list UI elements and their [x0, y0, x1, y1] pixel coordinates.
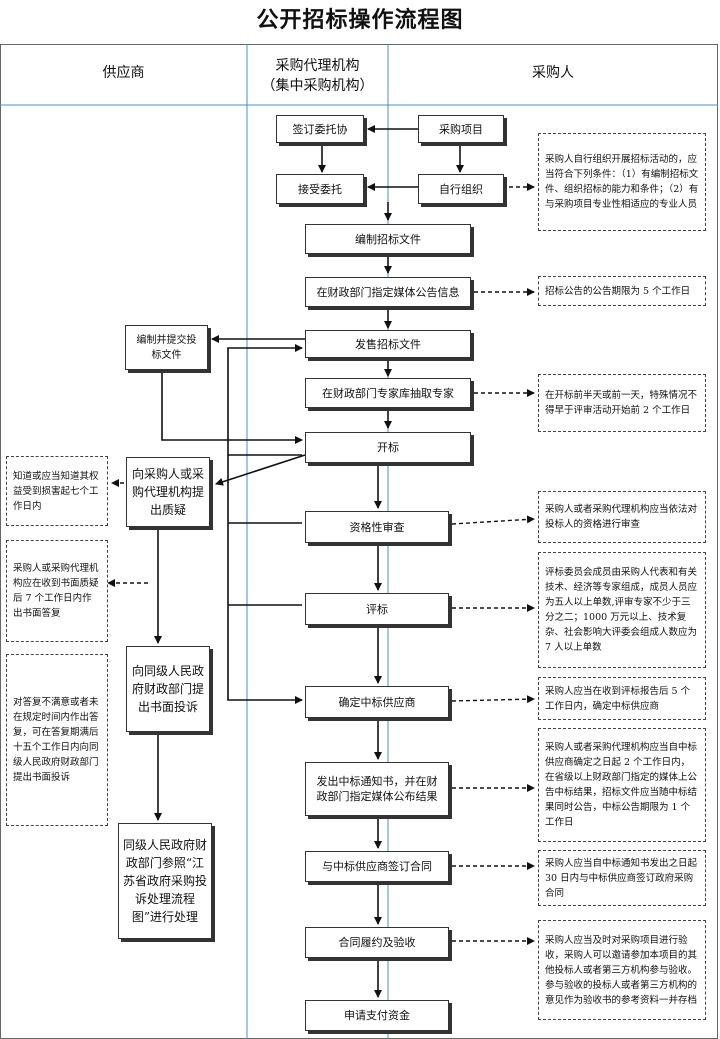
lane-header-agency-line2: （集中采购机构） — [261, 78, 374, 94]
file-complaint-box: 向同级人民政府财政部门提出书面投诉 — [126, 646, 210, 732]
note-query-period: 知道或应当知道其权益受到损害起七个工作日内 — [6, 456, 108, 526]
lane-header-purchaser: 采购人 — [532, 65, 574, 81]
lane-header-agency-line1: 采购代理机构 — [275, 58, 360, 74]
raise-query-box: 向采购人或采购代理机构提出质疑 — [126, 457, 210, 527]
note-committee: 评标委员会成员由采购人代表和有关技术、经济等专家组成，成员人员应为五人以上单数,… — [538, 552, 706, 668]
note-acceptance: 采购人应当及时对采购项目进行验收，采购人可以邀请参加本项目的其他投标人或者第三方… — [538, 920, 706, 1020]
self-organize-box: 自行组织 — [418, 174, 504, 204]
note-expert-timing: 在开标前半天或前一天，特殊情况不得早于评审活动开始前 2 个工作日 — [538, 374, 706, 432]
bid-opening-box: 开标 — [305, 432, 471, 463]
sign-entrust-box: 签订委托协 — [276, 115, 364, 143]
note-qualification-review: 采购人或者采购代理机构应当依法对投标人的资格进行审查 — [538, 491, 706, 543]
prepare-bid-box: 编制并提交投标文件 — [125, 325, 208, 370]
sell-docs-box: 发售招标文件 — [305, 330, 471, 358]
purchase-project-box: 采购项目 — [418, 115, 504, 143]
lane-header-supplier: 供应商 — [102, 65, 145, 81]
gov-process-box: 同级人民政府财政部门参照“江苏省政府采购投诉处理流程图”进行处理 — [118, 823, 212, 939]
note-reply-period: 采购人或采购代理机构应在收到书面质疑后 7 个工作日内作出书面答复 — [6, 540, 108, 642]
qualification-box: 资格性审查 — [305, 511, 449, 543]
evaluation-box: 评标 — [305, 593, 449, 625]
note-confirm-winner: 采购人应当在收到评标报告后 5 个工作日内，确定中标供应商 — [538, 677, 706, 720]
performance-box: 合同履约及验收 — [305, 927, 449, 958]
extract-experts-box: 在财政部门专家库抽取专家 — [305, 378, 471, 408]
publish-notice-box: 在财政部门指定媒体公告信息 — [305, 277, 471, 307]
note-announce-result: 采购人或者采购代理机构应当自中标供应商确定之日起 2 个工作日内，在省级以上财政… — [538, 728, 706, 842]
apply-payment-box: 申请支付资金 — [305, 1000, 449, 1031]
accept-entrust-box: 接受委托 — [276, 174, 364, 204]
lane-header-agency: 采购代理机构 （集中采购机构） — [247, 56, 388, 96]
page-title: 公开招标操作流程图 — [256, 7, 464, 33]
issue-notice-box: 发出中标通知书，并在财政部门指定媒体公布结果 — [305, 762, 449, 816]
compile-docs-box: 编制招标文件 — [305, 224, 471, 254]
note-self-org-conditions: 采购人自行组织开展招标活动的，应当符合下列条件：（1）有编制招标文件、组织招标的… — [538, 133, 706, 231]
sign-contract-box: 与中标供应商签订合同 — [305, 851, 449, 882]
note-complaint-period: 对答复不满意或者未在规定时间内作出答复，可在答复期满后十五个工作日内向同级人民政… — [6, 654, 108, 826]
note-notice-period: 招标公告的公告期限为 5 个工作日 — [538, 276, 706, 306]
determine-winner-box: 确定中标供应商 — [305, 686, 449, 718]
note-contract-time: 采购人应当自中标通知书发出之日起 30 日内与中标供应商签订政府采购合同 — [538, 850, 706, 906]
